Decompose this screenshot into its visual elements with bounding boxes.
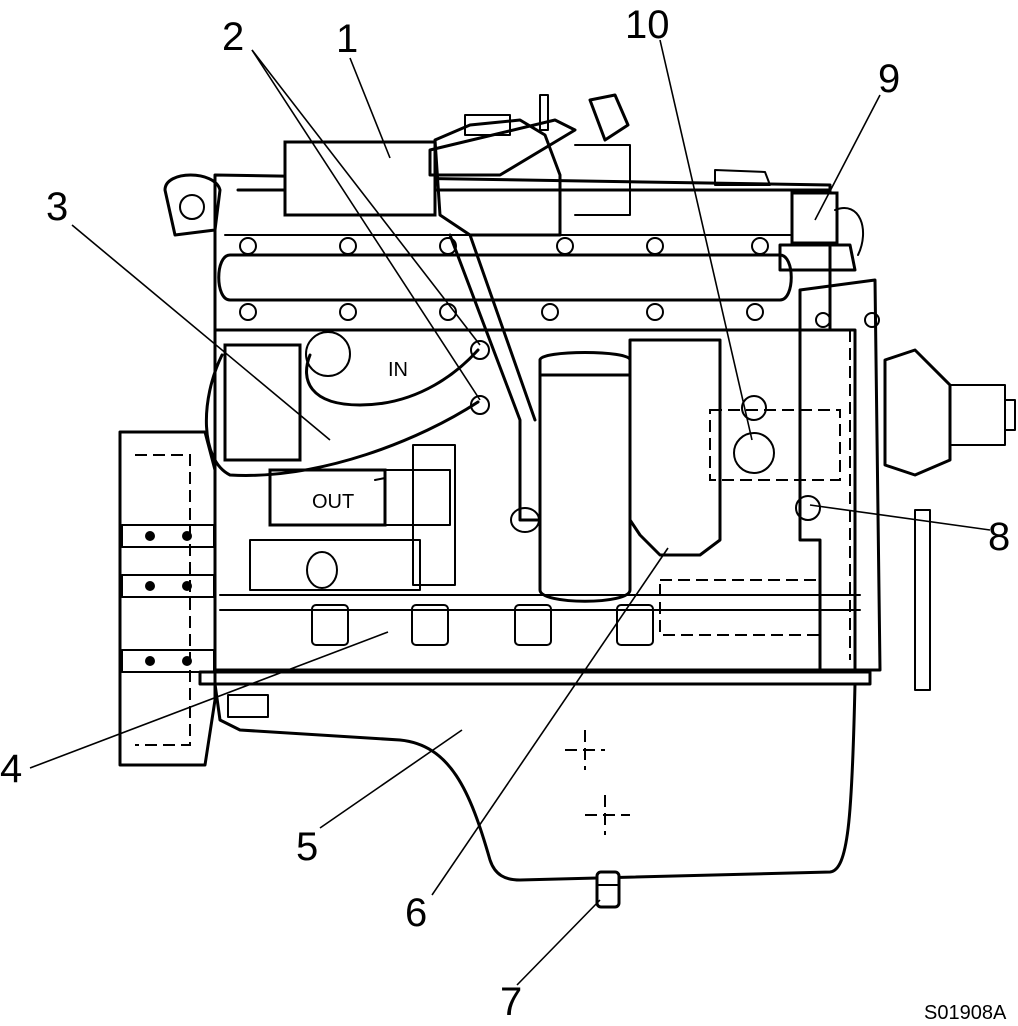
callout-1: 1	[336, 17, 358, 61]
callout-6: 6	[405, 891, 427, 935]
callout-8: 8	[988, 515, 1010, 559]
oil-filter	[448, 233, 632, 603]
oil-cooler	[628, 338, 841, 636]
flywheel-housing	[118, 430, 217, 767]
filter-assembly: OUT IN	[205, 331, 490, 586]
head-bracket	[778, 191, 865, 272]
callout-3: 3	[46, 185, 68, 229]
callout-numbers: 1 2 3 4 5 6 7 8 9 10	[0, 3, 1010, 1024]
crank-pulley	[883, 348, 1016, 691]
cylinder-head	[163, 173, 832, 332]
callout-4: 4	[0, 747, 22, 791]
oil-pan	[198, 670, 872, 882]
in-label: IN	[388, 359, 408, 381]
callout-10: 10	[625, 3, 670, 47]
callout-9: 9	[878, 57, 900, 101]
leader-lines	[29, 39, 991, 986]
drain-plug	[595, 870, 621, 909]
top-housing	[283, 93, 771, 237]
callout-5: 5	[296, 825, 318, 869]
front-cover	[798, 278, 882, 672]
figure-code: S01908A	[924, 1002, 1007, 1024]
out-label: OUT	[312, 491, 354, 513]
callout-2: 2	[222, 15, 244, 59]
callout-7: 7	[500, 980, 522, 1024]
